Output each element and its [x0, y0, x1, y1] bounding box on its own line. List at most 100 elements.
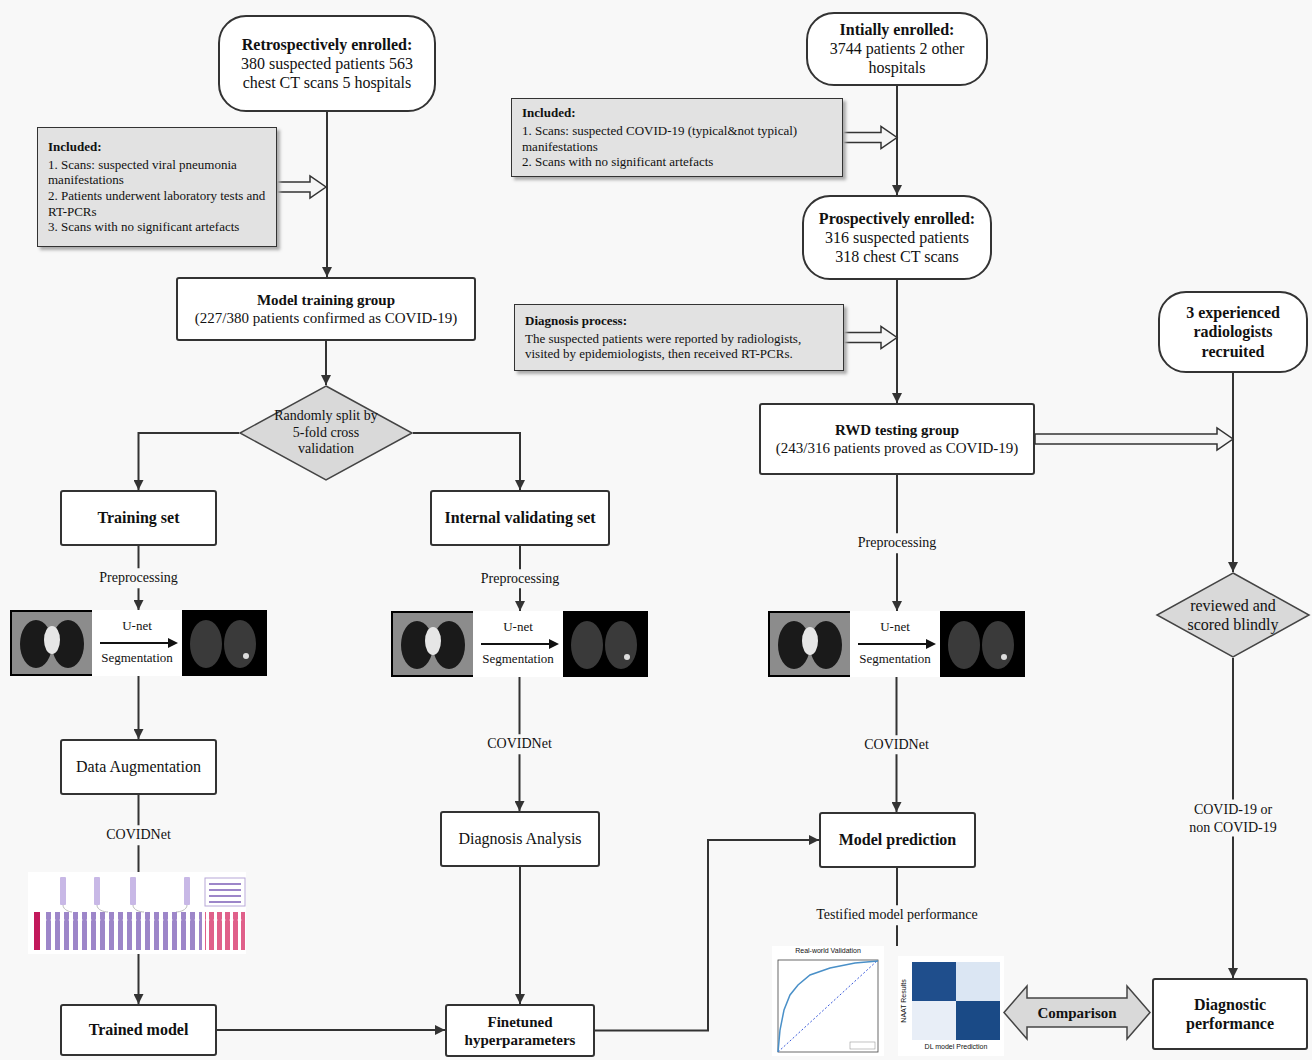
- edge-label: COVIDNet: [484, 734, 555, 754]
- connector-arrow: [519, 867, 521, 1004]
- node-title: Included:: [48, 139, 101, 155]
- process-box: Model prediction: [819, 812, 976, 868]
- node-text: 2. Scans with no significant artefacts: [522, 154, 713, 170]
- network-illustration: [28, 872, 246, 954]
- edge-label: COVIDNet: [861, 735, 932, 755]
- criteria-box: Included: 1. Scans: suspected viral pneum…: [37, 127, 277, 247]
- node-title: Finetuned hyperparameters: [455, 1013, 585, 1049]
- node-text: 2. Patients underwent laboratory tests a…: [48, 188, 266, 219]
- node-text: 1. Scans: suspected viral pneumonia mani…: [48, 157, 266, 188]
- decision-diamond: Randomly split by 5-fold cross validatio…: [239, 385, 413, 481]
- node-title: Diagnosis process:: [525, 313, 627, 329]
- network-illustration-part: [63, 905, 187, 912]
- segmentation-image: [10, 610, 267, 676]
- confusion-matrix-part: [956, 962, 1000, 1001]
- roc-plot-part: [778, 960, 878, 1052]
- network-illustration-part: [184, 877, 190, 905]
- node-title: Internal validating set: [444, 508, 595, 527]
- process-box: Diagnosis Analysis: [440, 811, 600, 867]
- segmentation-step: U-netSegmentation: [10, 610, 267, 676]
- axis-label: DL model Prediction: [925, 1043, 988, 1052]
- node-title: U-net: [850, 619, 940, 634]
- process-box: Data Augmentation: [60, 739, 217, 795]
- segmentation-image: [391, 611, 648, 677]
- node-title: U-net: [92, 618, 182, 633]
- node-text: Segmentation: [850, 651, 940, 666]
- axis-label: NAAT Results: [900, 979, 909, 1022]
- result-box: Diagnostic performance: [1152, 978, 1308, 1050]
- node-title: Data Augmentation: [76, 757, 201, 776]
- node-title: Included:: [522, 105, 575, 121]
- reader-box: 3 experienced radiologists recruited: [1158, 291, 1308, 373]
- node-title: RWD testing group: [835, 421, 959, 439]
- network-illustration-part: [44, 912, 202, 950]
- network-illustration-part: [60, 877, 66, 905]
- network-illustration-part: [209, 901, 241, 903]
- node-title: reviewed and scored blindly: [1180, 596, 1286, 634]
- connector-arrow: [326, 112, 328, 277]
- hollow-arrow: [1035, 428, 1233, 450]
- outline: [240, 386, 412, 480]
- network-illustration-part: [209, 889, 241, 891]
- node-title: U-net: [473, 619, 563, 634]
- flow-label: Testified model performance: [813, 905, 981, 925]
- network-illustration-part: [28, 872, 246, 954]
- network-illustration-part: [205, 878, 245, 906]
- roc-plot-part: [850, 1042, 875, 1049]
- edge-label: COVIDNet: [103, 825, 174, 845]
- edge-label: Preprocessing: [478, 569, 563, 589]
- edge-label: COVID-19 or non COVID-19: [1184, 800, 1282, 837]
- connector-arrow: [325, 341, 327, 385]
- connector-arrow: [139, 433, 240, 490]
- node-title: Diagnostic performance: [1162, 995, 1298, 1033]
- node-title: Comparison: [1037, 1004, 1116, 1022]
- node-title: Diagnosis Analysis: [458, 829, 581, 848]
- chart-title: Real-world Validation: [795, 947, 861, 956]
- edge-label: Preprocessing: [96, 568, 181, 588]
- confusion-matrix: [898, 956, 1004, 1056]
- node-text: Segmentation: [92, 650, 182, 665]
- node-text: 380 suspected patients 563 chest CT scan…: [230, 54, 424, 92]
- process-box: Trained model: [60, 1004, 217, 1056]
- process-box: Finetuned hyperparameters: [445, 1004, 595, 1057]
- comparison-arrow: Comparison: [1003, 985, 1151, 1040]
- enrollment-box: Intially enrolled:3744 patients 2 other …: [806, 12, 988, 86]
- segmentation-image: [768, 611, 1025, 677]
- roc-plot-part: [778, 961, 878, 1052]
- node-text: 3. Scans with no significant artefacts: [48, 219, 239, 235]
- node-text: (227/380 patients confirmed as COVID-19): [195, 309, 457, 327]
- decision-diamond: reviewed and scored blindly: [1156, 572, 1310, 658]
- criteria-box: Included: 1. Scans: suspected COVID-19 (t…: [511, 98, 843, 177]
- node-text: 1. Scans: suspected COVID-19 (typical&no…: [522, 123, 832, 154]
- connector-arrow: [217, 1029, 445, 1031]
- node-title: Model training group: [257, 291, 395, 309]
- process-note: Diagnosis process:The suspected patients…: [514, 304, 844, 371]
- enrollment-box: Prospectively enrolled:316 suspected pat…: [802, 195, 992, 280]
- hollow-arrow: [843, 127, 897, 149]
- process-box: Internal validating set: [430, 490, 610, 546]
- connector-arrow: [138, 676, 140, 739]
- confusion-matrix-part: [912, 962, 956, 1001]
- network-illustration-part: [130, 877, 136, 905]
- connector-arrow: [896, 280, 898, 403]
- diamond-outline: [1156, 572, 1310, 658]
- network-illustration-part: [205, 912, 245, 950]
- node-text: (243/316 patients proved as COVID-19): [776, 439, 1018, 457]
- node-title: Randomly split by 5-fold cross validatio…: [270, 408, 382, 458]
- hollow-arrow: [277, 176, 326, 198]
- node-title: Retrospectively enrolled:: [242, 35, 412, 54]
- outline: [1004, 986, 1150, 1039]
- group-box: RWD testing group(243/316 patients prove…: [759, 403, 1035, 475]
- outline: [1157, 573, 1309, 657]
- roc-plot-part: [772, 946, 884, 1056]
- network-illustration-part: [209, 883, 241, 885]
- node-text: Segmentation: [473, 651, 563, 666]
- roc-plot-part: [778, 960, 878, 1052]
- node-title: Prospectively enrolled:: [819, 209, 975, 228]
- network-illustration-part: [94, 877, 100, 905]
- confusion-matrix-part: [956, 1001, 1000, 1040]
- node-title: Intially enrolled:: [840, 20, 955, 39]
- network-illustration-part: [34, 912, 40, 950]
